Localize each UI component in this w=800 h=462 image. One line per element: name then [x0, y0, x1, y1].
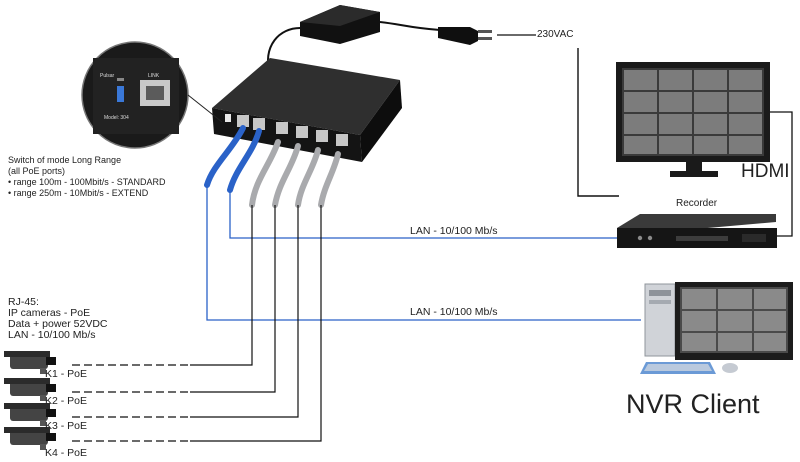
switch-inset-zoom — [81, 41, 223, 149]
inset-brand-label: Pulsar — [100, 73, 115, 79]
power-line-to-recorder — [577, 48, 619, 197]
range-extend-text: • range 250m - 10Mbit/s - EXTEND — [8, 188, 149, 198]
nvr-client-pc-icon — [640, 282, 793, 374]
nvr-client-label: NVR Client — [626, 389, 760, 419]
lan-client-label: LAN - 10/100 Mb/s — [410, 306, 498, 318]
switch-mode-note: (all PoE ports) — [8, 166, 66, 176]
power-plug-icon — [438, 27, 492, 45]
camera-cables — [204, 125, 341, 208]
inset-link-label: LINK — [148, 73, 160, 79]
poe-switch — [212, 58, 402, 162]
camera-lines — [190, 205, 322, 442]
recorder-icon — [617, 214, 777, 248]
ports-info-line3: Data + power 52VDC — [8, 318, 108, 330]
camera-label-k2: K2 - PoE — [45, 395, 88, 407]
camera-dashed-lines — [72, 364, 190, 442]
camera-icon-k4 — [4, 427, 56, 450]
camera-icon-k2 — [4, 378, 56, 401]
camera-label-k1: K1 - PoE — [45, 368, 88, 380]
switch-mode-title: Switch of mode Long Range — [8, 155, 122, 165]
lan-recorder-label: LAN - 10/100 Mb/s — [410, 225, 498, 237]
camera-icon-k3 — [4, 403, 56, 426]
camera-label-k3: K3 - PoE — [45, 420, 88, 432]
lan-lines — [206, 185, 641, 321]
ports-info-line1: RJ-45: — [8, 296, 39, 308]
inset-model-label: Model: 304 — [104, 115, 129, 121]
hdmi-label: HDMI — [741, 161, 790, 182]
ports-info-line2: IP cameras - PoE — [8, 307, 91, 319]
monitor-icon — [616, 62, 770, 177]
ports-info-line4: LAN - 10/100 Mb/s — [8, 329, 96, 341]
range-standard-text: • range 100m - 100Mbit/s - STANDARD — [8, 177, 166, 187]
hdmi-line — [770, 111, 793, 237]
power-adapter — [267, 5, 441, 76]
power-voltage-label: 230VAC — [537, 29, 574, 40]
recorder-label: Recorder — [676, 198, 718, 209]
camera-icon-k1 — [4, 351, 56, 374]
camera-label-k4: K4 - PoE — [45, 447, 88, 459]
